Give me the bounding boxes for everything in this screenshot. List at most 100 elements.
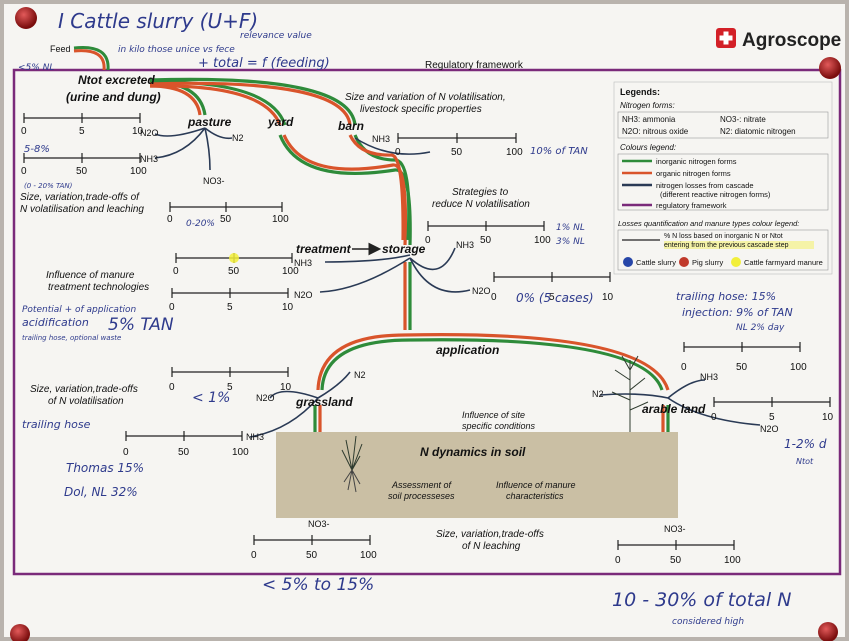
- site-caption: Influence of site: [462, 410, 525, 420]
- regulatory-framework-title: Regulatory framework: [425, 60, 524, 71]
- scale-grass-nh3: 0 50 100: [123, 431, 249, 458]
- tick-label: 50: [670, 555, 682, 566]
- tick-label: 50: [228, 266, 240, 277]
- legend-item: NO3-: nitrate: [720, 115, 766, 124]
- chem-no3: NO3-: [203, 176, 225, 186]
- tick-label: 100: [724, 555, 741, 566]
- handwritten-note: <5% NL: [18, 63, 54, 73]
- tick-label: 0: [491, 292, 497, 303]
- chem-nh3: NH3: [700, 372, 718, 382]
- chem-n2o: N2O: [256, 393, 275, 403]
- tick-label: 0: [21, 126, 27, 137]
- caption: Size, variation,trade-offs of: [20, 192, 140, 203]
- feed-label: Feed: [50, 44, 71, 54]
- handwritten-note: < 1%: [192, 390, 230, 406]
- handwritten-note: Dol, NL 32%: [64, 485, 138, 499]
- legend-item: NH3: ammonia: [622, 115, 676, 124]
- legend-item: Pig slurry: [692, 258, 724, 267]
- soil-title: N dynamics in soil: [420, 445, 526, 459]
- handwritten-note: 10 - 30% of total N: [612, 589, 791, 611]
- tick-label: 100: [790, 362, 807, 373]
- chem-n2o: N2O: [294, 290, 313, 300]
- tick-label: 0: [251, 550, 257, 561]
- node-yard: yard: [267, 115, 294, 129]
- caption: Influence of manure: [46, 270, 135, 281]
- chem-nh3: NH3: [140, 154, 158, 164]
- handwritten-note: (0 - 20% TAN): [24, 182, 73, 190]
- handwritten-note: Thomas 15%: [66, 461, 144, 475]
- handwritten-title: I Cattle slurry (U+F): [58, 9, 258, 33]
- scale-treatment-nh3: 0 50 100: [173, 253, 299, 277]
- tick-label: 5: [79, 126, 85, 137]
- handwritten-note: < 5% to 15%: [262, 575, 374, 595]
- handwritten-notes: <5% NL 5-8% (0 - 20% TAN) 10% of TAN 0-2…: [18, 63, 827, 627]
- tick-label: 0: [425, 235, 431, 246]
- handwritten-note: relevance value: [240, 31, 312, 41]
- node-ntot-excreted: Ntot excreted: [78, 73, 155, 87]
- tick-label: 50: [451, 147, 463, 158]
- legend-nforms: Nitrogen forms:: [620, 101, 675, 110]
- caption: of N leaching: [462, 541, 521, 552]
- caption: livestock specific properties: [360, 104, 482, 115]
- grass-plant-icon: [341, 435, 363, 493]
- soil-box: [276, 432, 678, 518]
- tick-label: 10: [132, 126, 144, 137]
- legend-colours: Colours legend:: [620, 143, 676, 152]
- tick-label: 5: [549, 292, 555, 303]
- tick-label: 5: [227, 302, 233, 313]
- handwritten-note: 5% TAN: [108, 315, 174, 335]
- tick-label: 0: [169, 382, 175, 393]
- node-urine-dung: (urine and dung): [66, 90, 161, 104]
- tick-label: 0: [167, 214, 173, 225]
- legend-item: N2O: nitrous oxide: [622, 127, 689, 136]
- chem-nh3: NH3: [246, 432, 264, 442]
- caption: reduce N volatilisation: [432, 199, 530, 210]
- scale-grass-n2o: 0 5 10: [169, 367, 292, 393]
- tick-label: 10: [282, 302, 294, 313]
- handwritten-note: 0% (5 cases): [516, 291, 594, 305]
- tick-label: 5: [769, 412, 775, 423]
- tick-label: 0: [173, 266, 179, 277]
- agroscope-logo: Agroscope: [716, 28, 841, 51]
- soil-caption: characteristics: [506, 491, 564, 501]
- tick-label: 100: [232, 447, 249, 458]
- pin-top-left: [15, 7, 37, 29]
- handwritten-note: NL 2% day: [736, 323, 785, 333]
- chem-no3: NO3-: [308, 519, 330, 529]
- tick-label: 100: [272, 214, 289, 225]
- legend-heading: Legends:: [620, 87, 660, 97]
- chem-n2o: N2O: [760, 424, 779, 434]
- tick-label: 5: [227, 382, 233, 393]
- chem-nh3: NH3: [372, 134, 390, 144]
- chem-no3: NO3-: [664, 524, 686, 534]
- tick-label: 0: [123, 447, 129, 458]
- legend-item: Cattle slurry: [636, 258, 676, 267]
- node-arable-land: arable land: [642, 402, 706, 416]
- loss-curves: [154, 127, 761, 438]
- legend: Legends: Nitrogen forms: NH3: ammonia NO…: [613, 81, 833, 275]
- tick-label: 50: [736, 362, 748, 373]
- tick-label: 100: [282, 266, 299, 277]
- tick-label: 0: [615, 555, 621, 566]
- handwritten-note: 0-20%: [186, 219, 215, 229]
- handwritten-note: Ntot: [796, 457, 814, 466]
- chem-n2: N2: [592, 389, 604, 399]
- tick-label: 50: [220, 214, 232, 225]
- handwritten-note: + total = f (feeding): [198, 56, 330, 71]
- scale-storage-n2o: 0 5 10: [491, 272, 614, 303]
- tick-label: 100: [360, 550, 377, 561]
- tick-label: 0: [21, 166, 27, 177]
- tick-label: 50: [306, 550, 318, 561]
- tick-label: 0: [395, 147, 401, 158]
- handwritten-note: trailing hose, optional waste: [22, 334, 121, 342]
- legend-item: entering from the previous cascade step: [664, 242, 789, 249]
- tick-label: 50: [76, 166, 88, 177]
- caption: treatment technologies: [48, 282, 149, 293]
- tick-label: 10: [602, 292, 614, 303]
- scale-pasture-n2o: 0 5 10: [21, 113, 144, 137]
- scale-treatment-n2o: 0 5 10: [169, 288, 294, 313]
- caption: N volatilisation and leaching: [20, 204, 144, 215]
- caption: of N volatilisation: [48, 396, 124, 407]
- handwritten-note: trailing hose: [22, 418, 91, 431]
